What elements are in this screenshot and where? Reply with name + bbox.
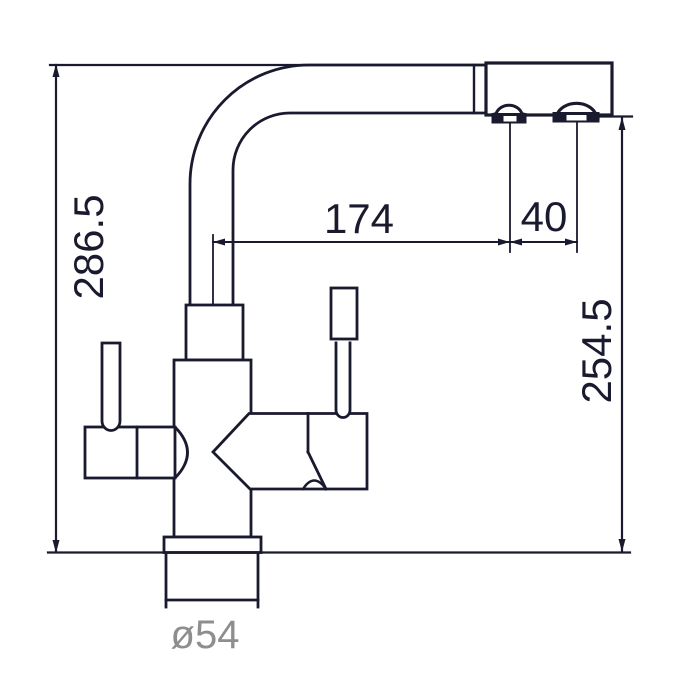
dim-label-aerator-spacing: 40 bbox=[521, 193, 568, 240]
dim-label-spout-reach: 174 bbox=[324, 195, 394, 242]
arrowhead-up-icon bbox=[618, 117, 626, 130]
right-handle-lever bbox=[334, 341, 352, 419]
arrowhead-up-icon bbox=[52, 64, 60, 77]
left-handle bbox=[83, 341, 189, 480]
arrowhead-right-icon bbox=[498, 238, 510, 246]
dim-label-base-diameter: ø54 bbox=[171, 613, 240, 657]
dim-label-outlet-height: 254.5 bbox=[573, 298, 620, 403]
right-handle-arc bbox=[301, 479, 328, 491]
mounting-shank bbox=[164, 550, 260, 609]
neck-collar bbox=[184, 303, 245, 362]
dimension-labels: 174 40 286.5 254.5 ø54 bbox=[65, 193, 620, 657]
base-flange bbox=[162, 535, 263, 554]
arrowhead-down-icon bbox=[618, 539, 626, 552]
left-handle-base bbox=[83, 425, 177, 480]
left-handle-lever bbox=[100, 341, 122, 432]
aerator-small-slot bbox=[503, 116, 517, 122]
spout-outer-edge bbox=[188, 63, 491, 309]
right-handle-base bbox=[211, 412, 369, 491]
spout-inner-edge bbox=[231, 111, 491, 309]
arrowhead-down-icon bbox=[52, 540, 60, 553]
arrowhead-left-icon bbox=[213, 238, 225, 246]
faucet-outline bbox=[46, 61, 634, 609]
left-handle-cap bbox=[173, 426, 189, 479]
right-handle-diagonal bbox=[306, 450, 328, 491]
dim-label-overall-height: 286.5 bbox=[65, 194, 112, 299]
arrowhead-right-icon bbox=[565, 238, 577, 246]
right-handle-knob bbox=[329, 286, 359, 341]
right-handle bbox=[211, 286, 369, 491]
arrowhead-left-icon bbox=[510, 238, 522, 246]
aerator-large-slot bbox=[566, 115, 587, 121]
